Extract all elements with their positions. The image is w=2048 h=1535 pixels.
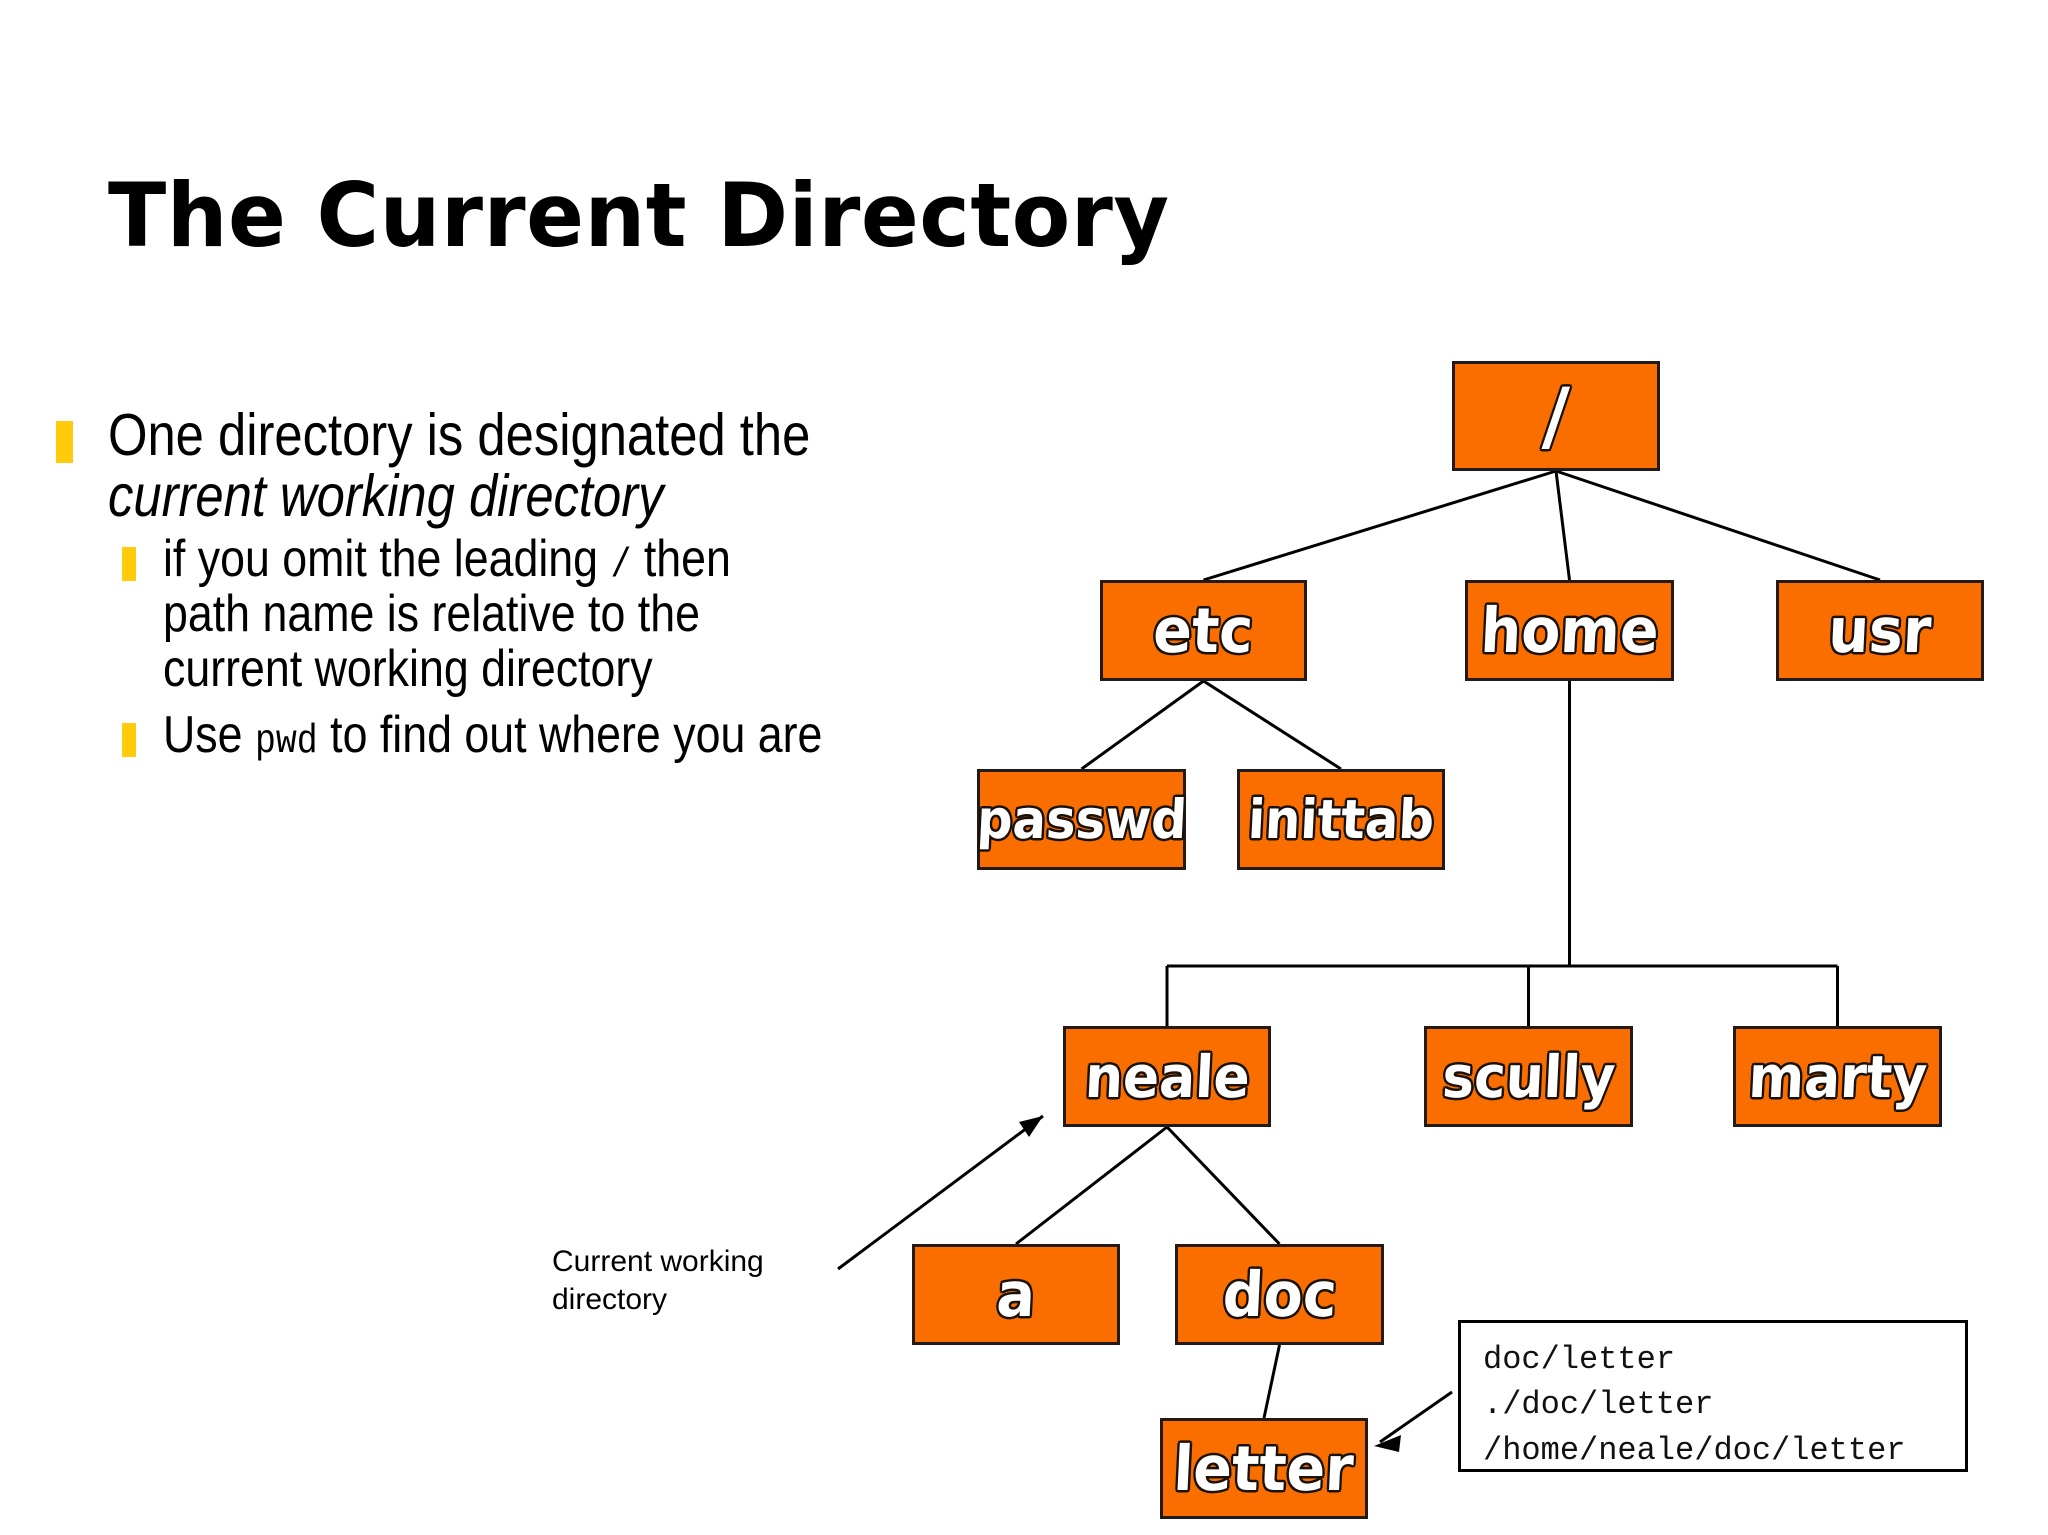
- tree-node-label-a: a: [995, 1257, 1038, 1331]
- tree-node-label-inittab: inittab: [1246, 787, 1436, 851]
- tree-node-label-usr: usr: [1826, 593, 1934, 667]
- tree-node-label-home: home: [1478, 593, 1661, 667]
- bullet-list: One directory is designated the current …: [56, 402, 936, 764]
- tree-node-label-scully: scully: [1440, 1042, 1617, 1111]
- bullet-level1-italic: current working directory: [108, 463, 664, 530]
- tree-edge-root-home: [1554, 470, 1571, 581]
- tree-node-label-etc: etc: [1151, 593, 1256, 667]
- tree-node-inittab[interactable]: inittab: [1237, 769, 1445, 870]
- bullet-marker-icon: [122, 723, 136, 758]
- bullet-level2-b-after: to find out where you are: [317, 706, 823, 765]
- tree-node-label-marty: marty: [1746, 1042, 1929, 1111]
- bullet-level2-a-after: then path name is relative to the curren…: [163, 529, 731, 698]
- bullet-level2-b-mono: pwd: [254, 719, 318, 766]
- pathbox-arrow-head: [1374, 1435, 1401, 1452]
- tree-node-label-letter: letter: [1172, 1431, 1356, 1505]
- cwd-annotation-line2: directory: [552, 1283, 668, 1317]
- tree-edge-etc-inittab: [1202, 679, 1342, 771]
- tree-edge-root-usr: [1555, 469, 1881, 582]
- bullet-level2-a-before: if you omit the leading: [163, 529, 611, 588]
- tree-node-neale[interactable]: neale: [1063, 1026, 1271, 1127]
- bullet-item-level1: One directory is designated the current …: [56, 402, 936, 530]
- cwd-annotation-line1: Current working: [552, 1245, 764, 1278]
- tree-node-etc[interactable]: etc: [1100, 580, 1307, 681]
- path-line-relative: doc/letter: [1483, 1341, 1676, 1378]
- tree-node-root[interactable]: /: [1452, 361, 1660, 471]
- tree-node-label-passwd: passwd: [975, 787, 1188, 851]
- page-title: The Current Directory: [108, 164, 1170, 267]
- bullet-level2-b-text: Use pwd to find out where you are: [163, 708, 828, 764]
- tree-node-label-doc: doc: [1220, 1257, 1339, 1331]
- bullet-item-level2-a: if you omit the leading / then path name…: [122, 529, 936, 698]
- path-line-absolute: /home/neale/doc/letter: [1483, 1431, 1906, 1469]
- pathbox-arrow-line: [1379, 1390, 1453, 1444]
- tree-node-a[interactable]: a: [912, 1244, 1120, 1345]
- bullet-level1-text: One directory is designated the current …: [108, 402, 820, 530]
- tree-edge-doc-letter: [1262, 1344, 1281, 1419]
- bullet-marker-icon: [122, 546, 136, 581]
- tree-node-usr[interactable]: usr: [1776, 580, 1984, 681]
- tree-edge-etc-passwd: [1080, 679, 1205, 771]
- tree-node-letter[interactable]: letter: [1160, 1418, 1368, 1519]
- tree-edge-neale-doc: [1165, 1125, 1281, 1246]
- tree-node-marty[interactable]: marty: [1733, 1026, 1942, 1127]
- cwd-annotation: Current working directory: [552, 1243, 764, 1320]
- path-line-dot-relative: ./doc/letter: [1483, 1386, 1714, 1424]
- tree-node-home[interactable]: home: [1465, 580, 1674, 681]
- bullet-level2-b-before: Use: [163, 706, 255, 765]
- tree-node-scully[interactable]: scully: [1424, 1026, 1633, 1127]
- bullet-marker-icon: [56, 421, 73, 463]
- tree-node-doc[interactable]: doc: [1175, 1244, 1384, 1345]
- bullet-item-level2-b: Use pwd to find out where you are: [122, 708, 936, 764]
- cwd-arrow-head: [1019, 1116, 1043, 1137]
- bullet-level1-normal: One directory is designated the: [108, 402, 811, 468]
- bullet-level2-a-text: if you omit the leading / then path name…: [163, 529, 828, 698]
- tree-node-passwd[interactable]: passwd: [975, 769, 1188, 870]
- tree-node-label-neale: neale: [1083, 1042, 1251, 1111]
- bullet-level2-a-mono: /: [610, 542, 632, 589]
- tree-node-label-root: /: [1541, 371, 1571, 460]
- tree-edge-root-etc: [1203, 469, 1557, 582]
- tree-edge-neale-a: [1015, 1125, 1168, 1246]
- path-examples-box: doc/letter ./doc/letter /home/neale/doc/…: [1458, 1320, 1968, 1472]
